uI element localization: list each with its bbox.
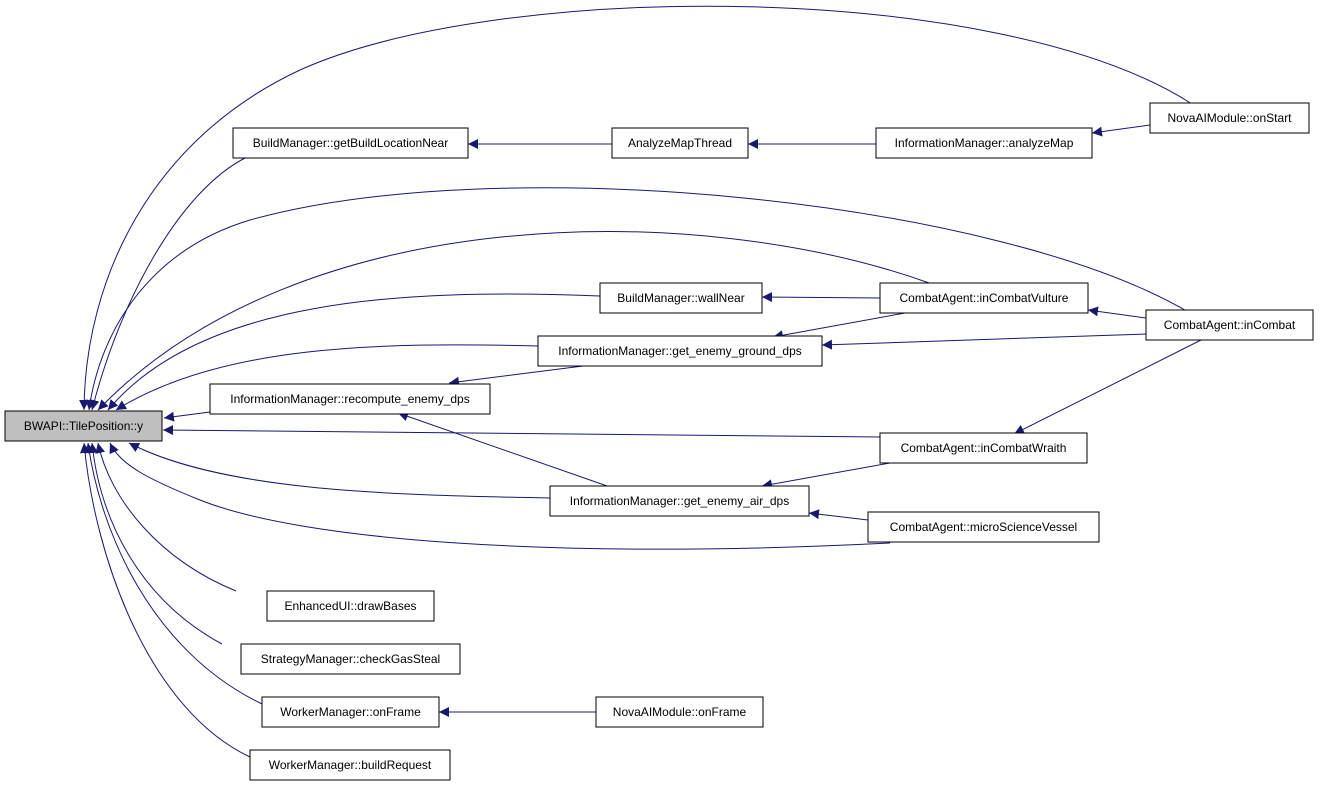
edge-inCombat-to-inCombatWraith <box>1013 338 1204 435</box>
node-tileposition-y[interactable]: BWAPI::TilePosition::y <box>4 410 163 442</box>
node-label: InformationManager::get_enemy_ground_dps <box>558 344 802 358</box>
node-checkGasSteal[interactable]: StrategyManager::checkGasSteal <box>240 643 461 675</box>
edge-recompute-to-y <box>163 411 211 422</box>
node-label: InformationManager::recompute_enemy_dps <box>230 392 469 406</box>
node-worker-onFrame[interactable]: WorkerManager::onFrame <box>261 696 440 728</box>
node-label: NovaAIModule::onStart <box>1167 111 1292 125</box>
node-microScienceVessel[interactable]: CombatAgent::microScienceVessel <box>867 511 1100 543</box>
edge-wallNear-to-y <box>107 293 601 411</box>
edge-inCombat-to-y <box>85 187 1191 411</box>
node-drawBases[interactable]: EnhancedUI::drawBases <box>266 590 435 622</box>
node-inCombatWraith[interactable]: CombatAgent::inCombatWraith <box>879 432 1088 464</box>
node-label: BuildManager::wallNear <box>617 291 744 305</box>
node-label: BuildManager::getBuildLocationNear <box>253 136 448 150</box>
edge-inCombatVulture-to-wallNear <box>761 292 881 303</box>
edge-inCombat-to-ground-dps <box>821 333 1147 350</box>
edge-air-dps-to-recompute <box>397 411 611 488</box>
edge-inCombatVulture-to-ground-dps <box>772 312 906 341</box>
node-inCombatVulture[interactable]: CombatAgent::inCombatVulture <box>879 282 1089 314</box>
edge-onStart-to-analyzeMap <box>1091 124 1151 137</box>
node-wallNear[interactable]: BuildManager::wallNear <box>599 282 763 314</box>
node-label: InformationManager::analyzeMap <box>895 136 1074 150</box>
node-label: CombatAgent::inCombatVulture <box>900 291 1069 305</box>
node-get-enemy-ground-dps[interactable]: InformationManager::get_enemy_ground_dps <box>537 335 823 367</box>
node-label: BWAPI::TilePosition::y <box>24 419 143 433</box>
edge-inCombat-to-inCombatVulture <box>1087 306 1147 319</box>
edge-inCombatWraith-to-air-dps <box>761 462 891 490</box>
node-label: CombatAgent::inCombatWraith <box>901 441 1067 455</box>
node-recompute-enemy-dps[interactable]: InformationManager::recompute_enemy_dps <box>209 383 491 415</box>
node-label: CombatAgent::inCombat <box>1164 318 1296 332</box>
node-label: WorkerManager::onFrame <box>280 705 421 719</box>
node-label: CombatAgent::microScienceVessel <box>890 520 1077 534</box>
edge-getBuildLocationNear-to-y <box>89 156 248 411</box>
node-label: AnalyzeMapThread <box>628 136 732 150</box>
node-inCombat[interactable]: CombatAgent::inCombat <box>1145 309 1314 341</box>
edge-checkGasSteal-to-y <box>88 442 223 645</box>
edge-inCombatVulture-to-y <box>97 231 933 411</box>
node-label: EnhancedUI::drawBases <box>284 599 416 613</box>
node-novaOnStart[interactable]: NovaAIModule::onStart <box>1149 102 1310 134</box>
node-get-enemy-air-dps[interactable]: InformationManager::get_enemy_air_dps <box>549 485 810 517</box>
nodes-layer: BWAPI::TilePosition::y BuildManager::get… <box>4 102 1314 781</box>
node-buildRequest[interactable]: WorkerManager::buildRequest <box>249 749 451 781</box>
node-label: WorkerManager::buildRequest <box>269 758 432 772</box>
edge-microScienceVessel-to-y <box>109 442 891 550</box>
edge-air-dps-to-y <box>128 442 551 499</box>
edge-microScienceVessel-to-air-dps <box>808 509 869 521</box>
node-analyzeMap[interactable]: InformationManager::analyzeMap <box>875 127 1093 159</box>
node-label: NovaAIModule::onFrame <box>613 705 747 719</box>
edge-drawBases-to-y <box>95 442 237 592</box>
node-getBuildLocationNear[interactable]: BuildManager::getBuildLocationNear <box>232 127 469 159</box>
node-nova-onFrame[interactable]: NovaAIModule::onFrame <box>595 696 764 728</box>
edge-inCombatWraith-to-y <box>162 425 881 438</box>
edges-layer <box>79 5 1204 758</box>
node-label: StrategyManager::checkGasSteal <box>261 652 440 666</box>
edge-onStart-to-y <box>79 5 1193 411</box>
edge-buildRequest-to-y <box>79 442 251 758</box>
node-analyzeMapThread[interactable]: AnalyzeMapThread <box>611 127 749 159</box>
edge-workerOnFrame-to-y <box>84 442 263 705</box>
edge-ground-dps-to-y <box>115 344 539 411</box>
node-label: InformationManager::get_enemy_air_dps <box>570 494 789 508</box>
edge-ground-dps-to-recompute <box>448 365 584 387</box>
